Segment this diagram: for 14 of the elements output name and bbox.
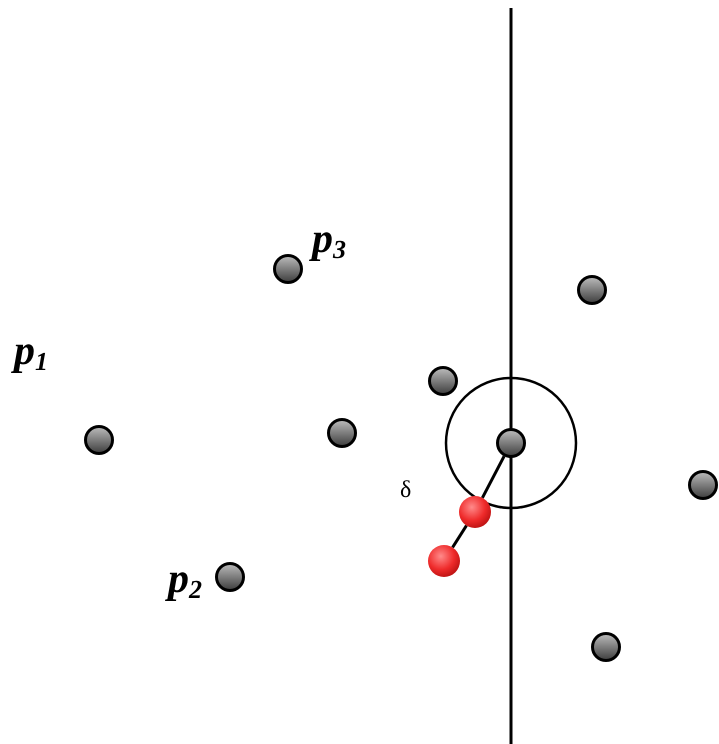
highlighted-point-dot <box>459 496 491 528</box>
point-dot <box>428 366 458 396</box>
connecting-line <box>481 456 506 499</box>
distance-symbol: δ <box>400 478 412 502</box>
point-dot <box>84 425 114 455</box>
highlighted-point-dot <box>428 545 460 577</box>
point-dot <box>577 275 607 305</box>
point-dot <box>273 254 303 284</box>
point-dot <box>327 418 357 448</box>
point-dot <box>496 428 526 458</box>
connecting-line <box>451 524 468 548</box>
point-dot <box>591 632 621 662</box>
point-dot <box>688 470 718 500</box>
point-dot <box>215 562 245 592</box>
